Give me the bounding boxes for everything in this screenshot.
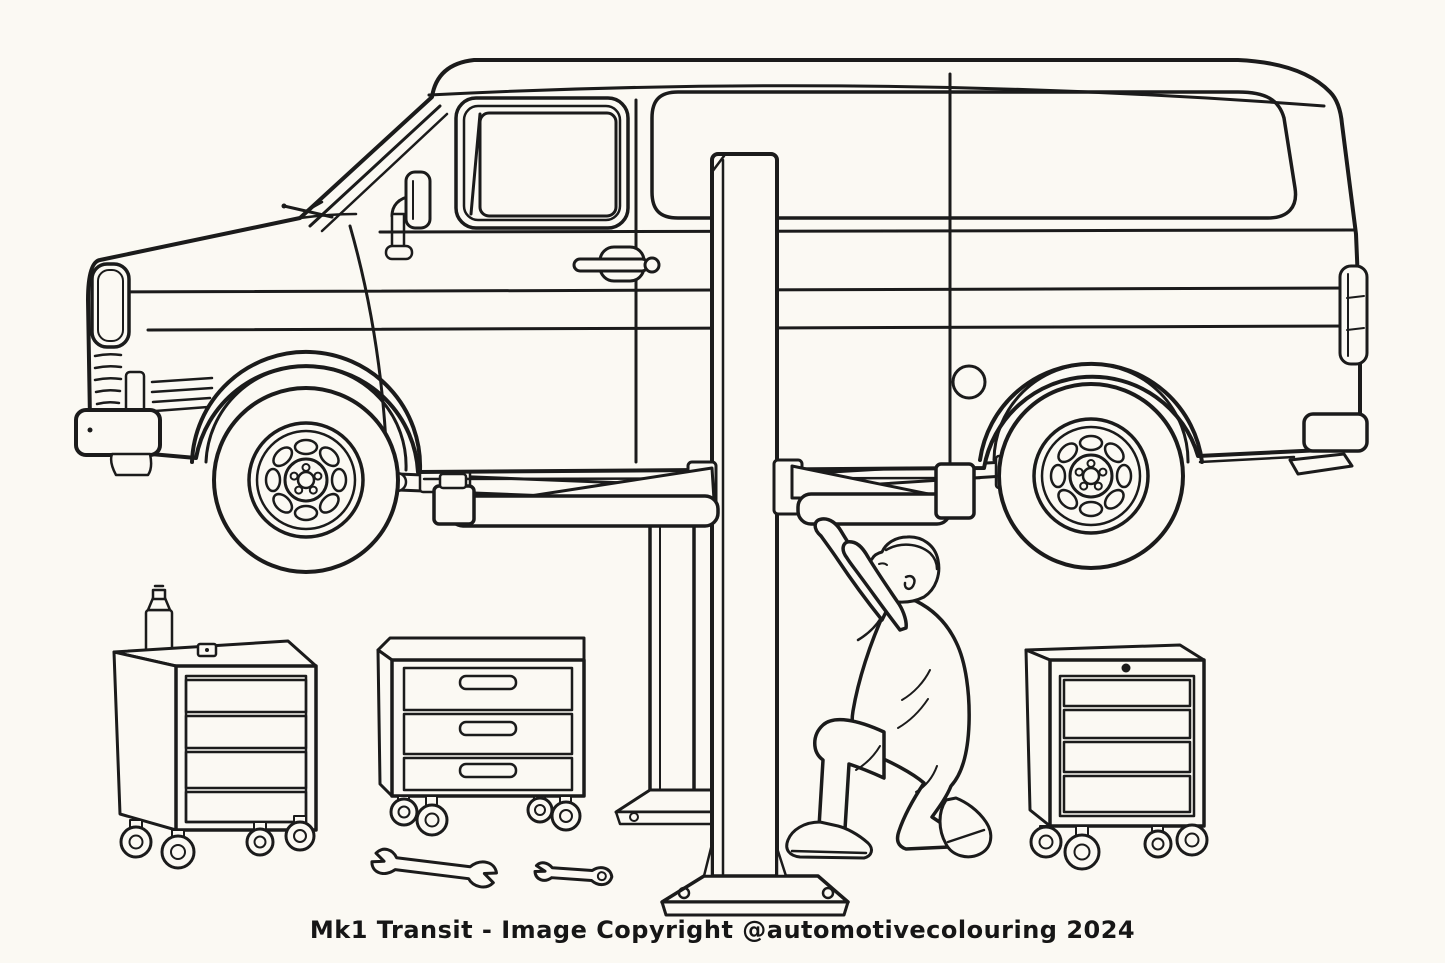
front-mudflap <box>109 452 153 477</box>
vent-window-divider <box>469 112 482 216</box>
door-handle <box>572 245 661 283</box>
mechanic-right-boot <box>938 796 993 859</box>
side-vents <box>150 376 214 413</box>
front-bumper <box>74 408 162 457</box>
spanner-large <box>370 847 499 889</box>
spray-can <box>144 584 174 656</box>
wheel-arches <box>190 349 1204 472</box>
mechanic-hairline <box>884 543 939 571</box>
keyhole <box>1121 663 1131 673</box>
mechanic-left-leg <box>813 717 886 831</box>
mechanic <box>785 517 993 860</box>
rear-wheel <box>997 382 1185 570</box>
near-lift-arms <box>432 458 976 528</box>
cab-window <box>454 96 630 230</box>
roof-gutter <box>427 84 1326 108</box>
mechanic-near-arm <box>841 539 908 632</box>
mechanic-left-boot <box>785 820 873 860</box>
castors <box>119 815 316 870</box>
castors <box>1029 823 1209 871</box>
tool-cabinet-right <box>1024 643 1209 871</box>
side-panel <box>650 90 1298 220</box>
lift-arm-left <box>432 460 720 528</box>
wiper <box>282 204 334 219</box>
tool-trolley-left <box>112 584 318 870</box>
tail-light <box>1338 264 1369 366</box>
mechanic-ear <box>903 574 916 591</box>
spanner-small <box>533 861 614 887</box>
caption-text: Mk1 Transit - Image Copyright @automotiv… <box>309 916 1136 944</box>
windscreen <box>281 104 449 233</box>
indicator <box>124 370 146 414</box>
rear-step <box>1288 452 1354 476</box>
grille-slats <box>93 352 123 406</box>
front-wheel <box>212 386 400 574</box>
headlight <box>90 262 131 349</box>
lift-arm-right <box>772 458 976 526</box>
tool-cart-middle <box>376 636 586 837</box>
rear-bumper <box>1302 412 1369 453</box>
castors <box>389 795 582 837</box>
fuel-cap <box>951 364 987 400</box>
near-lift-post <box>660 152 850 917</box>
front-end <box>74 262 214 477</box>
